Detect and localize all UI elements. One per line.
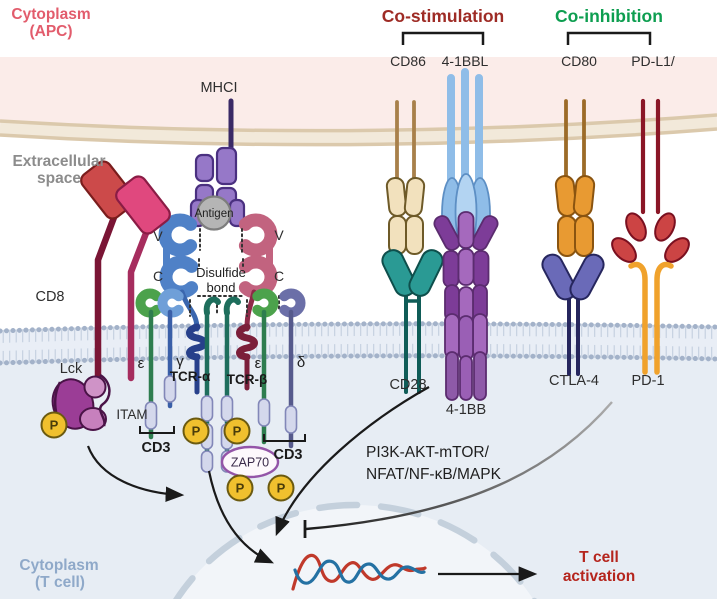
tcr-alpha-label: TCR-α [170, 369, 211, 384]
costimulation-header: Co-stimulation [382, 6, 505, 26]
c-domain-label-right: C [274, 268, 284, 284]
nucleus-outline [173, 501, 537, 599]
antigen-circle [196, 195, 232, 231]
tcell-cytoplasm-region [0, 338, 717, 599]
phospho-sites: P P P P P [40, 411, 295, 502]
tcell-region-label-2: (T cell) [35, 574, 85, 591]
pdl1-ligand [611, 98, 690, 263]
cd3-label-left: CD3 [141, 440, 170, 456]
cd80-label: CD80 [561, 53, 597, 69]
lck-label: Lck [60, 361, 83, 377]
gamma-label: γ [176, 353, 184, 370]
disulfide-label-2: bond [207, 280, 236, 295]
apc-region-label-1: Cytoplasm [11, 6, 90, 23]
41bb-receptor [433, 211, 499, 401]
group-brackets [401, 31, 652, 45]
mhci-molecule [189, 98, 246, 231]
dna-helix [291, 553, 427, 591]
tcr-beta-label: TCR-β [227, 372, 267, 387]
c-domain-label-left: C [153, 268, 163, 284]
phospho-circle [226, 474, 254, 502]
pdl1-label: PD-L1/ [631, 53, 675, 69]
phospho-circle [223, 417, 251, 445]
phospho-label: P [192, 424, 201, 439]
41bbl-label: 4-1BBL [442, 53, 489, 69]
v-domain-label-right: V [274, 227, 284, 243]
cd8-label: CD8 [35, 289, 64, 305]
itam-label: ITAM [116, 407, 147, 422]
inhibition-line [305, 401, 613, 531]
epsilon-right-label: ε [255, 355, 262, 372]
pd1-receptor [628, 261, 674, 375]
epsilon-left-label: ε [138, 355, 145, 372]
cd3-label-right: CD3 [273, 447, 302, 463]
pathway-label-1: PI3K-AKT-mTOR/ [366, 444, 490, 461]
tcr-alpha-chain [158, 213, 208, 395]
cd3-brackets [139, 426, 306, 442]
pathway-label-2: NFAT/NF-κB/MAPK [366, 466, 502, 483]
phospho-label: P [236, 481, 245, 496]
41bb-label: 4-1BB [446, 402, 486, 418]
coinhibition-header: Co-inhibition [555, 6, 663, 26]
delta-label: δ [297, 354, 305, 371]
antigen-label: Antigen [194, 208, 233, 220]
phospho-label: P [233, 424, 242, 439]
cd28-receptor [381, 249, 444, 394]
signal-arrows [86, 386, 613, 582]
phospho-label: P [277, 481, 286, 496]
activation-label-1: T cell [579, 549, 619, 566]
apc-region-label-2: (APC) [29, 23, 72, 40]
tcr-signal-arrow [207, 470, 274, 564]
tcell-region-label-1: Cytoplasm [19, 557, 98, 574]
labels: Cytoplasm (APC) Co-stimulation Co-inhibi… [11, 6, 675, 591]
phospho-circle [267, 474, 295, 502]
tcell-membrane [0, 321, 717, 366]
cd86-ligand [385, 100, 426, 255]
apc-membrane [0, 113, 717, 147]
coinhib-bracket [566, 31, 652, 45]
activation-label-2: activation [563, 568, 635, 585]
disulfide-label-1: Disulfide [196, 265, 246, 280]
zap70-label: ZAP70 [231, 456, 269, 470]
phospho-circle [182, 417, 210, 445]
cd28-label: CD28 [389, 377, 426, 393]
mhci-label: MHCI [200, 80, 237, 96]
costim-arrow [275, 386, 430, 537]
pd1-label: PD-1 [631, 373, 664, 389]
extracellular-label-1: Extracellular [12, 153, 105, 170]
cd86-label: CD86 [390, 53, 426, 69]
cd80-ligand [554, 99, 596, 257]
cd3-gamma [157, 288, 184, 318]
v-domain-label-left: V [153, 228, 163, 244]
zap70-oval [220, 445, 280, 479]
costim-bracket [401, 31, 485, 45]
apc-cytoplasm-band [0, 57, 717, 138]
lck-arrow [86, 445, 185, 502]
cd8-coreceptor [80, 160, 171, 394]
ctla4-label: CTLA-4 [549, 373, 599, 389]
phospho-circle [40, 411, 68, 439]
ctla4-receptor [541, 253, 605, 376]
phospho-label: P [50, 418, 59, 433]
extracellular-label-2: space [37, 170, 81, 187]
